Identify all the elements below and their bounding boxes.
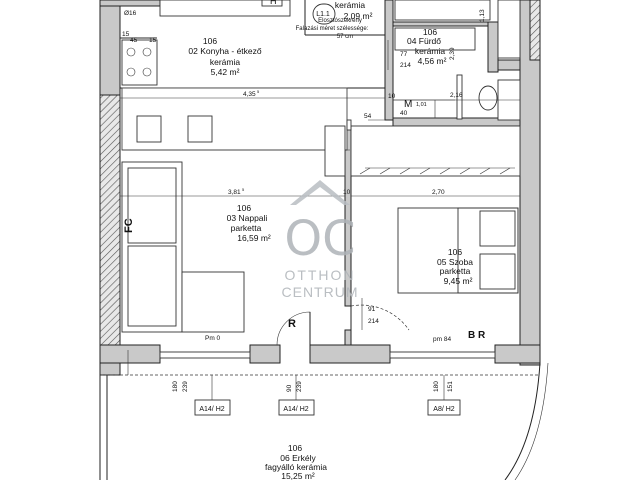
bedroom-area: 9,45 m² (444, 276, 473, 286)
dim-15a: 15 (122, 31, 130, 38)
bedroom-number: 106 (448, 247, 462, 257)
window-tag-2-box (278, 399, 315, 416)
kitchen-furniture (120, 0, 350, 151)
dim-113: 1,13 (479, 9, 486, 22)
kitchen-area: 5,42 m² (211, 67, 240, 77)
dim-381-sup: 5 (242, 187, 245, 192)
dim-pm84: pm 84 (433, 336, 451, 343)
dim-77: 77 (400, 51, 408, 58)
dim-435: 4,35 (243, 91, 256, 98)
dim-90: 90 (286, 384, 293, 392)
dim-40: 40 (400, 110, 408, 117)
distribution-note: L1.1 Elosztószekrény Falazási méret szél… (296, 11, 369, 40)
dim-435-sup: 5 (257, 89, 260, 94)
window-tags: A14/ H2 A14/ H2 A8/ H2 (194, 375, 461, 416)
note-dist3: 57 cm (337, 34, 353, 40)
living-name: 03 Nappali (227, 213, 268, 223)
dim-381: 3,81 (228, 189, 241, 196)
bedroom-material: parketta (440, 266, 471, 276)
misc-labels: FC R B R (123, 218, 486, 341)
dim-239a: 239 (182, 381, 189, 392)
dim-270: 2,70 (432, 189, 445, 196)
label-br: B R (468, 330, 486, 341)
dim-h: H (270, 0, 277, 6)
dim-180b: 180 (433, 381, 440, 392)
dim-10a: 10 (343, 189, 351, 196)
dim-91: 91 (368, 306, 376, 313)
note-dist2: Falazási méret szélessége: (296, 26, 369, 32)
dim-239: 2,39 (449, 47, 456, 60)
dim-16: Ø16 (124, 10, 137, 17)
dim-45: 45 (130, 37, 138, 44)
label-fc: FC (123, 218, 135, 233)
window-tag-2: A14/ H2 (283, 406, 308, 413)
dim-10b: 10 (388, 93, 396, 100)
balcony-area: 15,25 m² (281, 471, 315, 480)
watermark: OC OTTHON CENTRUM (282, 180, 359, 300)
window-tag-1-box (194, 399, 231, 416)
dim-101: 1,01 (416, 102, 427, 108)
dim-m: M (404, 99, 412, 110)
watermark-line2: CENTRUM (282, 284, 359, 300)
bathroom-area: 4,56 m² (418, 56, 447, 66)
bathroom-material: kerámia (415, 46, 446, 56)
bathroom-name: 04 Fürdő (407, 36, 441, 46)
note-dist1: Elosztószekrény (318, 18, 362, 24)
living-material: parketta (231, 223, 262, 233)
note-l11: L1.1 (316, 11, 330, 18)
balcony-outline (99, 362, 549, 480)
wc-area: 2,09 m² (344, 11, 373, 21)
dim-180a: 180 (172, 381, 179, 392)
balcony-name: 06 Erkély (280, 453, 316, 463)
window-tag-3: A8/ H2 (433, 406, 455, 413)
bedroom-name: 05 Szoba (437, 257, 473, 267)
dim-54: 54 (364, 113, 372, 120)
dimension-texts: 4,35 5 3,81 5 2,70 2,16 10 10 54 40 1,01… (122, 0, 486, 392)
balcony-number: 106 (288, 443, 302, 453)
dim-239b: 239 (296, 381, 303, 392)
bathroom-fixtures (394, 0, 521, 121)
dim-214a: 214 (400, 62, 411, 69)
living-area: 16,59 m² (237, 233, 271, 243)
living-furniture (121, 125, 346, 346)
hall-elements (304, 0, 455, 131)
bedroom-furniture (350, 125, 521, 331)
kitchen-number: 106 (203, 36, 217, 46)
living-number: 106 (237, 203, 251, 213)
bathroom-number: 106 (423, 27, 437, 37)
window-tag-1: A14/ H2 (199, 406, 224, 413)
wc-material: kerámia (335, 0, 366, 10)
room-labels: kerámia 2,09 m² 106 02 Konyha - étkező k… (188, 0, 473, 480)
dim-214b: 214 (368, 318, 379, 325)
dim-216: 2,16 (450, 92, 463, 99)
dim-151: 151 (447, 381, 454, 392)
watermark-logo: OC (284, 211, 355, 267)
dim-pm0: Pm 0 (205, 335, 221, 342)
watermark-line1: OTTHON (284, 267, 355, 283)
kitchen-name: 02 Konyha - étkező (188, 46, 262, 56)
balcony-material: fagyálló kerámia (265, 462, 327, 472)
kitchen-material: kerámia (210, 57, 241, 67)
label-r: R (288, 318, 296, 330)
dim-15b: 15 (149, 37, 157, 44)
